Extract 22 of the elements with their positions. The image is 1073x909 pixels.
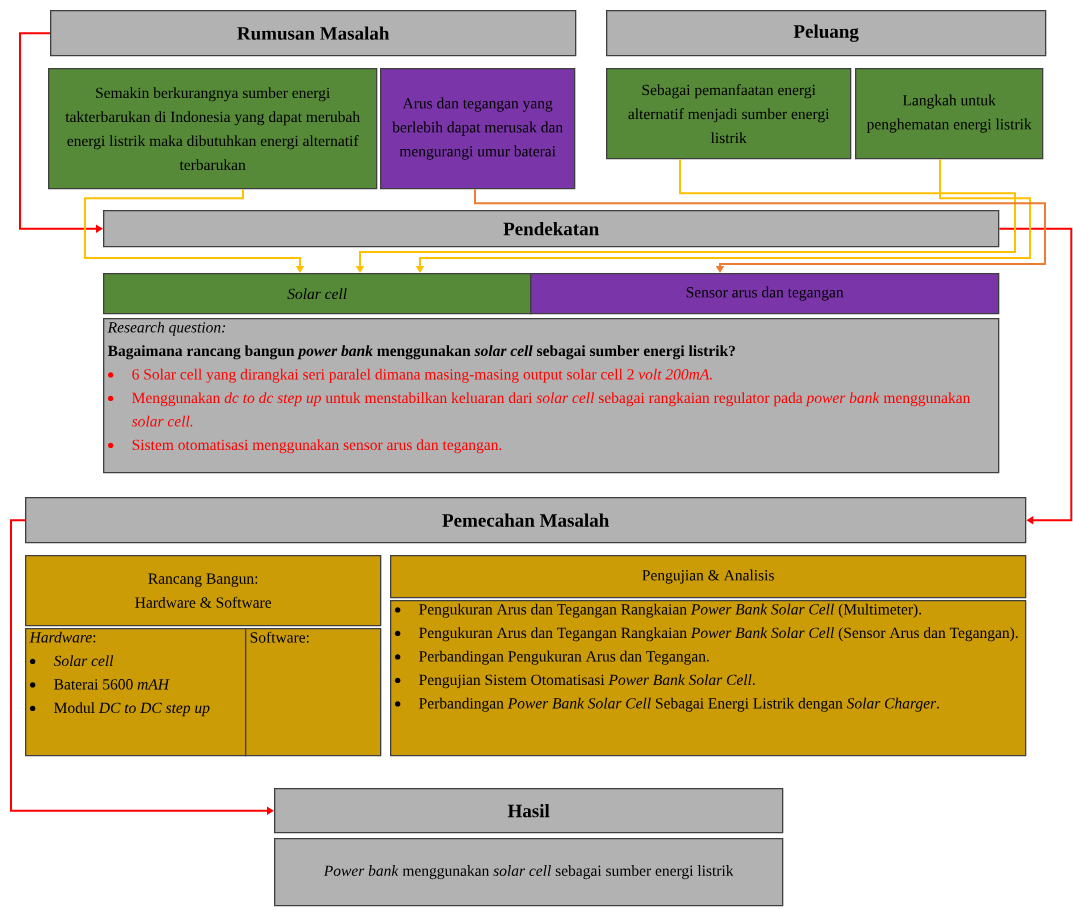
text-box: Solar cell: [103, 273, 532, 315]
text-box: Pengujian & Analisis: [390, 555, 1027, 599]
text-box: Sebagai pemanfaatan energi alternatif menjadi sumber energi listrik: [606, 68, 852, 160]
title-bar: Pemecahan Masalah: [25, 497, 1027, 544]
text-panel: Research question: Bagaimana rancang bangun power bank menggunakan solar cell sebagai sumber energi listrik? 6 Solar cell yang dirangkai seri paralel dimana masing-masing output solar cell 2 volt 200mA. Menggunakan dc to dc step up untuk menstabilkan keluaran dari solar cell sebagai rangkaian regulator pada power bank menggunakan solar cell. Sistem otomatisasi menggunakan sensor arus dan tegangan.: [103, 318, 1000, 474]
title-bar: Peluang: [606, 10, 1047, 57]
arrow: [10, 519, 274, 815]
text-box: Power bank menggunakan solar cell sebagai sumber energi listrik: [274, 838, 784, 907]
text-box: Rancang Bangun: Hardware & Software: [25, 555, 382, 627]
list-panel: Hardware: Solar cell Baterai 5600 mAH Modul DC to DC step up: [25, 628, 247, 757]
text-box: Langkah untuk penghematan energi listrik: [855, 68, 1044, 160]
title-bar: Hasil: [274, 788, 784, 834]
text-box: Semakin berkurangnya sumber energi takterbarukan di Indonesia yang dapat merubah energi listrik maka dibutuhkan energi alternatif terbarukan: [48, 68, 378, 190]
arrow: [998, 227, 1073, 525]
arrow: [474, 188, 1046, 273]
title-bar: Rumusan Masalah: [50, 10, 577, 57]
arrow: [84, 188, 305, 273]
arrow: [19, 32, 103, 233]
title-bar: Pendekatan: [103, 210, 1000, 248]
text-box: Sensor arus dan tegangan: [530, 273, 1000, 315]
list-panel: Software:: [245, 628, 382, 757]
text-box: Arus dan tegangan yang berlebih dapat merusak dan mengurangi umur baterai: [380, 68, 576, 190]
